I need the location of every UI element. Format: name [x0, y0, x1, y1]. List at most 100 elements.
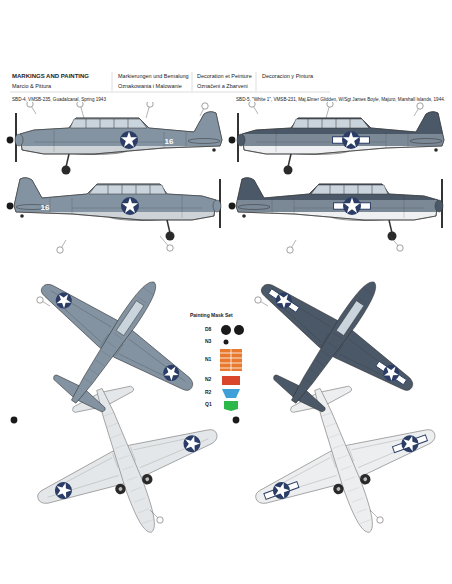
scheme-caption: SBD-4, VMSB-235, Guadalcanal, Spring 194… [12, 97, 224, 102]
drawing-part [222, 389, 240, 398]
drawing-part [410, 139, 442, 144]
drawing-part [380, 362, 402, 384]
drawing-part [322, 119, 323, 128]
drawing-part [181, 433, 203, 455]
drawing-part [343, 197, 361, 215]
drawing-part [89, 185, 166, 194]
drawing-part [242, 112, 444, 146]
mask-code: D8 [205, 327, 211, 333]
drawing-part [344, 185, 345, 194]
national-insignia [53, 289, 75, 311]
drawing-part [70, 119, 147, 128]
drawing-part [358, 185, 359, 194]
drawing-part [113, 453, 118, 467]
drawing-part [342, 131, 360, 149]
drawing-part [347, 339, 407, 381]
colour-marker [233, 417, 240, 424]
drawing-part [120, 131, 138, 149]
aircraft-number: 16 [159, 137, 179, 146]
drawing-part [59, 308, 105, 342]
callout-circle [37, 297, 43, 303]
drawing-part [343, 131, 359, 146]
drawing-part [266, 472, 337, 501]
drawing-part [89, 369, 98, 375]
underside-view [10, 357, 241, 565]
drawing-part [276, 130, 277, 152]
heading-translation: Decoration et Peinture [197, 73, 252, 79]
drawing-part [130, 447, 135, 461]
drawing-part [127, 339, 187, 381]
drawing-part [213, 200, 221, 212]
drawing-part [352, 498, 363, 502]
drawing-part [121, 131, 137, 146]
drawing-part [236, 178, 438, 220]
drawing-part [101, 351, 110, 357]
drawing-part [119, 455, 130, 459]
drawing-part [400, 435, 420, 454]
drawing-part [138, 509, 149, 513]
drawing-part [144, 288, 153, 294]
drawing-part [188, 139, 220, 144]
drawing-part [14, 178, 216, 220]
drawing-part [212, 148, 216, 152]
drawing-part [344, 197, 360, 212]
drawing-part [224, 401, 238, 411]
drawing-part [20, 112, 222, 146]
drawing-part [294, 198, 295, 214]
national-insignia [160, 362, 182, 384]
drawing-part [130, 487, 141, 491]
drawing-part [116, 301, 144, 336]
drawing-part [51, 288, 111, 330]
drawing-part [337, 455, 348, 459]
drawing-part [308, 119, 309, 128]
drawing-part [330, 185, 331, 194]
drawing-part [315, 360, 324, 366]
drawing-part [268, 289, 299, 312]
drawing-part [386, 132, 387, 148]
colour-marker [229, 203, 236, 210]
drawing-part [48, 472, 119, 501]
drawing-part [182, 435, 202, 454]
drawing-part [86, 119, 87, 128]
drawing-part [14, 178, 216, 212]
drawing-part [107, 342, 116, 348]
drawing-part [404, 196, 405, 218]
drawing-part [234, 325, 244, 335]
drawing-part [115, 445, 126, 449]
national-insignia [181, 433, 203, 455]
mask-code: Q1 [205, 402, 212, 408]
drawing-part [20, 112, 222, 154]
drawing-part [114, 119, 115, 128]
drawing-part [186, 132, 187, 147]
drawing-part [141, 472, 154, 485]
drawing-part [66, 277, 161, 406]
drawing-part [14, 178, 216, 200]
drawing-part [20, 112, 222, 154]
callout-circle [57, 247, 63, 253]
drawing-part [83, 378, 92, 384]
drawing-part [272, 482, 292, 501]
drawing-part [52, 480, 74, 502]
drawing-part [103, 412, 114, 416]
drawing-part [95, 360, 104, 366]
drawing-part [382, 363, 402, 383]
drawing-part [15, 134, 23, 146]
drawing-part [236, 178, 438, 200]
drawing-part [236, 178, 438, 220]
drawing-part [62, 166, 71, 175]
drawing-part [284, 166, 293, 175]
drawing-part [236, 178, 438, 212]
header-rule [256, 72, 257, 91]
drawing-part [14, 178, 216, 220]
drawing-part [182, 196, 183, 218]
callout-circle [397, 245, 403, 251]
drawing-part [222, 376, 240, 385]
national-insignia [391, 430, 430, 458]
drawing-part [288, 154, 291, 167]
drawing-part [408, 132, 409, 147]
drawing-part [320, 334, 328, 346]
drawing-part [279, 308, 325, 342]
heading-translation: Marcio & Pittura [12, 83, 51, 89]
drawing-part [115, 344, 123, 356]
